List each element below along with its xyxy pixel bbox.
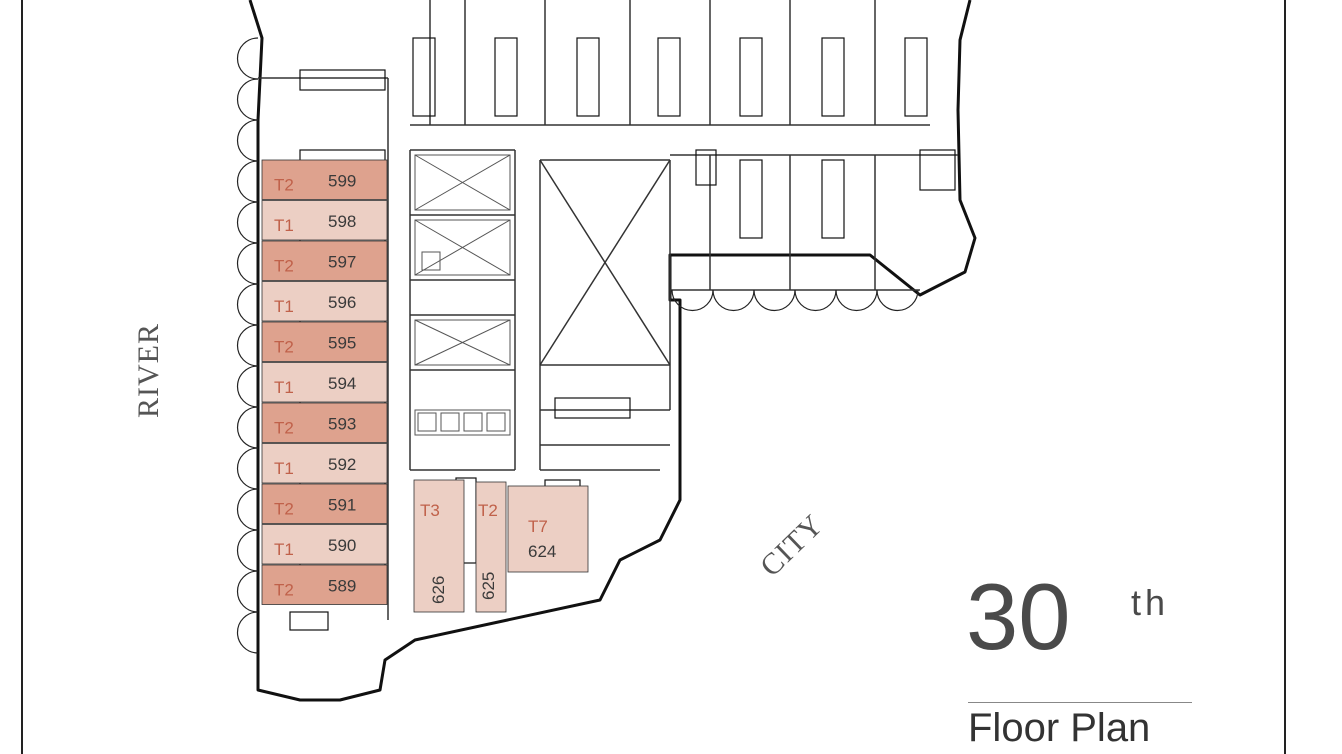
unit[interactable]: T1 594 xyxy=(261,362,388,403)
floor-suffix: th xyxy=(1131,582,1170,623)
unit-area xyxy=(261,159,388,200)
unit-area xyxy=(261,443,388,484)
unit-area xyxy=(413,479,465,613)
unit[interactable]: T1 598 xyxy=(261,200,388,241)
unit-number-label: 624 xyxy=(528,542,556,561)
balcony-bay xyxy=(236,324,259,367)
floor-number: 30 xyxy=(966,564,1071,669)
unit-number-label: 625 xyxy=(479,572,498,600)
balcony-bay xyxy=(236,160,259,203)
river-balconies xyxy=(236,37,259,654)
unit[interactable]: T2 595 xyxy=(261,321,388,362)
balcony-bay xyxy=(876,289,919,312)
unit-number-label: 592 xyxy=(328,455,356,474)
unit[interactable]: T2 589 xyxy=(261,564,388,605)
unit-number-label: 599 xyxy=(328,172,356,191)
page-frame xyxy=(21,0,1286,754)
unit-type-label: T2 xyxy=(274,338,294,357)
unit-type-label: T2 xyxy=(274,500,294,519)
unit-number-label: 589 xyxy=(328,577,356,596)
unit-type-label: T2 xyxy=(274,257,294,276)
unit-number-label: 597 xyxy=(328,253,356,272)
unit-number-label: 591 xyxy=(328,496,356,515)
balcony-bay xyxy=(671,289,714,312)
unit-number-label: 590 xyxy=(328,536,356,555)
unit-area xyxy=(261,321,388,362)
unit-type-label: T2 xyxy=(274,419,294,438)
balcony-bay xyxy=(236,242,259,285)
balcony-bay xyxy=(753,289,796,312)
unit[interactable]: T1 596 xyxy=(261,281,388,322)
unit-type-label: T1 xyxy=(274,540,294,559)
unit[interactable]: T2 591 xyxy=(261,483,388,524)
unit-type-label: T2 xyxy=(274,176,294,195)
balcony-bay xyxy=(236,365,259,408)
balcony-bay xyxy=(236,406,259,449)
unit[interactable]: T2 597 xyxy=(261,240,388,281)
unit-number-label: 595 xyxy=(328,334,356,353)
unit-area xyxy=(261,362,388,403)
unit-area xyxy=(261,524,388,565)
building-outline xyxy=(248,0,977,702)
core-shafts xyxy=(414,154,511,436)
unit-type-label: T1 xyxy=(274,459,294,478)
interior-walls xyxy=(258,0,958,620)
balcony-bay xyxy=(712,289,755,312)
unit-number-label: 594 xyxy=(328,374,356,393)
unit-type-label: T1 xyxy=(274,378,294,397)
balcony-bay xyxy=(236,201,259,244)
unit-number-label: 596 xyxy=(328,293,356,312)
balcony-bay xyxy=(236,283,259,326)
unit-area xyxy=(507,485,589,573)
unit-type-label: T2 xyxy=(274,581,294,600)
balcony-bay xyxy=(794,289,837,312)
unit-number-label: 593 xyxy=(328,415,356,434)
unit[interactable]: T1 592 xyxy=(261,443,388,484)
balcony-bay xyxy=(835,289,878,312)
unit[interactable]: T1 590 xyxy=(261,524,388,565)
unit-area xyxy=(475,481,507,613)
unit-number-label: 626 xyxy=(429,576,448,604)
unit-area xyxy=(261,240,388,281)
unit-type-label: T7 xyxy=(528,517,548,536)
title-divider xyxy=(968,702,1192,703)
unit-area xyxy=(261,281,388,322)
unit[interactable]: T2 599 xyxy=(261,159,388,200)
balcony-bay xyxy=(236,78,259,121)
unit-area xyxy=(261,564,388,605)
balcony-bay xyxy=(236,570,259,613)
unit[interactable]: T2 625 xyxy=(475,481,507,613)
balcony-bay xyxy=(236,37,259,80)
unit-type-label: T1 xyxy=(274,216,294,235)
balcony-bay xyxy=(236,611,259,654)
unit-type-label: T1 xyxy=(274,297,294,316)
floor-plan-title: Floor Plan xyxy=(968,706,1151,750)
balcony-bay xyxy=(236,447,259,490)
unit[interactable]: T2 593 xyxy=(261,402,388,443)
unit-type-label: T2 xyxy=(478,501,498,520)
unit-type-label: T3 xyxy=(420,501,440,520)
service-strips xyxy=(289,37,956,631)
balcony-bay xyxy=(236,529,259,572)
balcony-bay xyxy=(236,119,259,162)
unit-area xyxy=(261,402,388,443)
unit-number-label: 598 xyxy=(328,212,356,231)
balcony-bay xyxy=(236,488,259,531)
city-balconies xyxy=(671,289,919,312)
city-label: CITY xyxy=(754,508,830,583)
river-label: RIVER xyxy=(132,323,165,418)
unit-area xyxy=(261,483,388,524)
unit-area xyxy=(261,200,388,241)
unit[interactable]: T3 626 xyxy=(413,479,465,613)
